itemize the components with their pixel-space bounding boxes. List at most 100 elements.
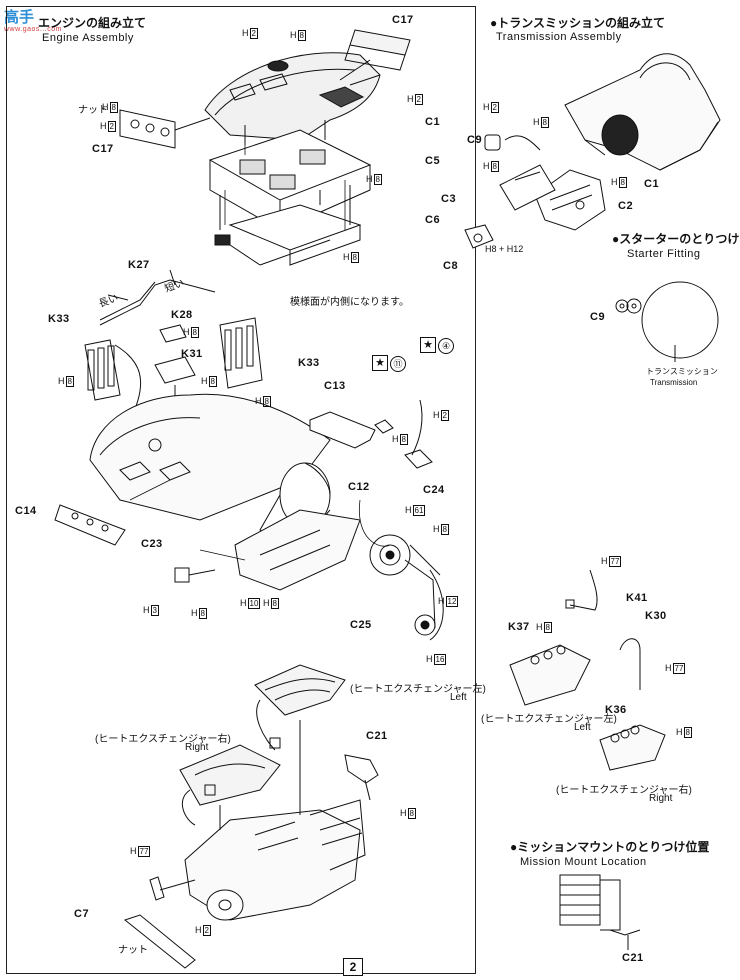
engine-title-en: Engine Assembly (42, 32, 134, 44)
label-c6: C6 (425, 214, 441, 226)
engine-complete-bottom (184, 720, 366, 921)
label-k28: K28 (171, 309, 193, 321)
engine-title-jp: エンジンの組み立て (38, 16, 147, 30)
label-c13: C13 (324, 380, 346, 392)
c13-belt-cover (309, 411, 394, 449)
label-c21: C21 (366, 730, 388, 742)
heat-exchanger-right-mid (179, 744, 281, 826)
label-k33-left: K33 (48, 313, 70, 325)
k41-pipe (565, 569, 598, 611)
c8-part (464, 224, 494, 249)
label-heat-right-jp: (ヒートエクスチェンジャー右) (95, 734, 231, 745)
mount-title-en: Mission Mount Location (520, 856, 647, 868)
label-nut-bottom: ナット (118, 945, 148, 956)
label-c1-engine: C1 (425, 116, 441, 128)
label-c7: C7 (74, 908, 90, 920)
transmission-housing (564, 53, 721, 171)
label-c17-right: C17 (392, 14, 414, 26)
page-number: 2 (343, 958, 363, 976)
c25-pulley-belt (369, 534, 444, 641)
label-c5: C5 (425, 155, 441, 167)
label-c25: C25 (350, 619, 372, 631)
label-heat-left-jp-2: (ヒートエクスチェンジャー左) (481, 714, 617, 725)
transmission-title-en: Transmission Assembly (496, 31, 622, 43)
assembly-arrows (129, 130, 391, 561)
engine-assembly-panel (6, 6, 476, 974)
c14-manifold (54, 504, 126, 546)
label-c12: C12 (348, 481, 370, 493)
label-heat-right-jp-2: (ヒートエクスチェンジャー右) (556, 785, 692, 796)
label-k37: K37 (508, 621, 530, 633)
label-k33-right: K33 (298, 357, 320, 369)
label-k36: K36 (605, 704, 627, 716)
k33-right-coil (219, 317, 263, 389)
k37-heat-exchanger (509, 644, 591, 706)
label-heat-right-en-2: Right (649, 793, 673, 804)
c9-starter-part (484, 134, 541, 151)
c6-base-plate (214, 185, 362, 266)
label-k30: K30 (645, 610, 667, 622)
mount-title-jp: ●ミッションマウントのとりつけ位置 (510, 840, 710, 854)
k36-heat-exchanger (599, 724, 666, 771)
label-c17-left: C17 (92, 143, 114, 155)
label-c9-trans: C9 (467, 134, 483, 146)
label-k41: K41 (626, 592, 648, 604)
label-c14: C14 (15, 505, 37, 517)
h-tag-h8-plus-h12: H8 + H12 (485, 244, 524, 254)
watermark-logo: 高手 (4, 9, 35, 26)
label-heat-right-en: Right (185, 742, 209, 753)
starter-title-en: Starter Fitting (627, 248, 701, 260)
step-ref-11: ⑪ (390, 356, 406, 372)
label-c1-trans: C1 (644, 178, 660, 190)
star-box-11: ★ (372, 355, 388, 371)
mission-mount-sketch (559, 874, 641, 950)
label-c3: C3 (441, 193, 457, 205)
label-k31: K31 (181, 348, 203, 360)
label-c21-mount: C21 (622, 952, 644, 964)
label-mirror-note: 模様面が内側になります。 (290, 297, 409, 308)
label-c2: C2 (618, 200, 634, 212)
c24-alternator (404, 399, 433, 469)
label-heat-left-en: Left (450, 692, 467, 703)
heat-exchanger-left-top (254, 664, 346, 751)
engine-cover-shroud (204, 52, 381, 141)
step-ref-4: ④ (438, 338, 454, 354)
label-k27: K27 (128, 259, 150, 271)
label-nut-top: ナット (78, 105, 108, 116)
label-c9-starter: C9 (590, 311, 606, 323)
k30-pipe (619, 638, 641, 690)
c23-part (174, 567, 216, 583)
c17-left-panel (119, 109, 211, 149)
c21-mount-part (344, 754, 379, 801)
c3-gear-part (499, 164, 556, 211)
label-heat-left-jp: (ヒートエクスチェンジャー左) (350, 684, 486, 695)
